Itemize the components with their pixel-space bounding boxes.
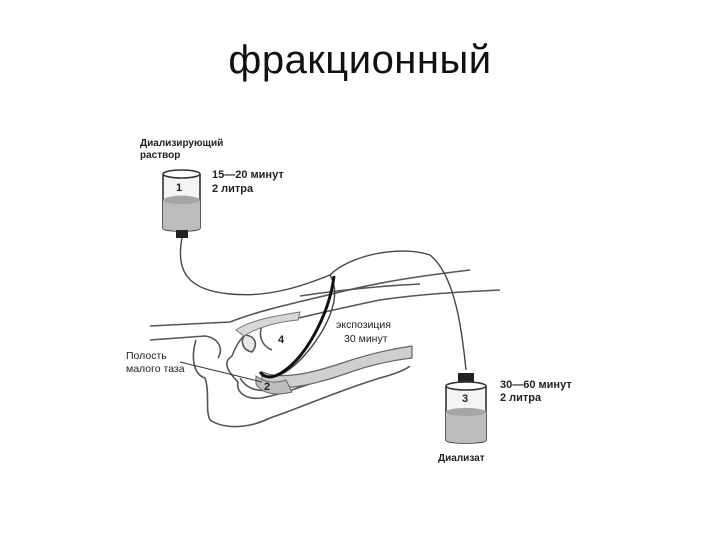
dialysis-solution-container bbox=[162, 169, 201, 238]
intra-abdominal-catheter bbox=[258, 275, 336, 379]
source-volume: 2 литра bbox=[212, 183, 254, 195]
source-time: 15—20 минут bbox=[212, 169, 284, 181]
outflow-tube bbox=[329, 250, 467, 371]
dialysate-time: 30—60 минут bbox=[500, 379, 572, 391]
catheter-tubes bbox=[179, 237, 467, 379]
exposure-label-line2: 30 минут bbox=[344, 333, 388, 345]
source-label-line2: раствор bbox=[140, 150, 180, 161]
source-label-line1: Диализирующий bbox=[140, 138, 223, 149]
cavity-label-line2: малого таза bbox=[126, 363, 185, 375]
source-number: 1 bbox=[176, 182, 182, 194]
exposure-number: 4 bbox=[278, 334, 285, 346]
dialysate-container bbox=[445, 373, 487, 444]
dialysate-label: Диализат bbox=[438, 453, 485, 464]
cavity-number: 2 bbox=[264, 381, 270, 393]
organ-shading bbox=[235, 311, 413, 395]
cavity-label-line1: Полость bbox=[126, 350, 167, 362]
inflow-tube bbox=[179, 237, 336, 378]
dialysate-number: 3 bbox=[462, 393, 468, 405]
slide-title: фракционный bbox=[228, 38, 492, 82]
cavity-pointer-line bbox=[179, 361, 263, 383]
exposure-label-line1: экспозиция bbox=[336, 319, 391, 331]
dialysate-volume: 2 литра bbox=[500, 392, 542, 404]
